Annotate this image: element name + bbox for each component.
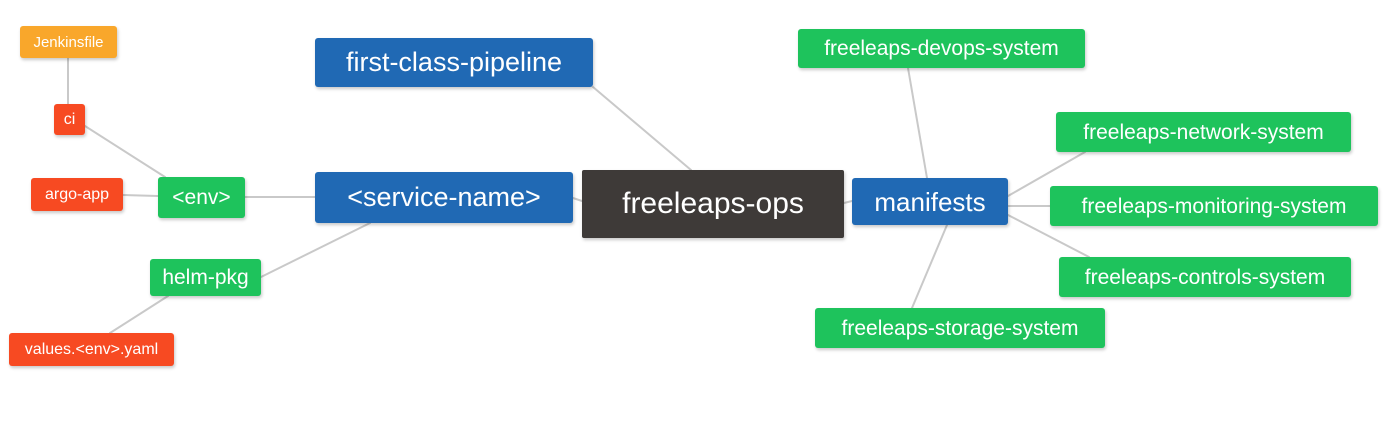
node-first-class-pipeline[interactable]: first-class-pipeline [315,38,593,87]
edge-freeleaps-ops-to-service-name [572,197,583,202]
node-jenkinsfile[interactable]: Jenkinsfile [20,26,117,58]
node-label: freeleaps-storage-system [841,316,1079,340]
edge-freeleaps-ops-to-manifests [843,200,853,204]
node-service-name[interactable]: <service-name> [315,172,573,223]
node-label: freeleaps-network-system [1083,120,1324,144]
edge-manifests-to-freeleaps-devops-system [907,67,928,179]
node-values-env-yaml[interactable]: values.<env>.yaml [9,333,174,366]
node-label: argo-app [44,185,110,203]
edge-service-name-to-helm-pkg [260,222,371,278]
node-env[interactable]: <env> [158,177,245,218]
node-freeleaps-monitoring-system[interactable]: freeleaps-monitoring-system [1050,186,1378,226]
node-label: <service-name> [347,182,541,212]
node-label: freeleaps-ops [622,187,804,220]
node-freeleaps-ops[interactable]: freeleaps-ops [582,170,844,238]
node-freeleaps-devops-system[interactable]: freeleaps-devops-system [798,29,1085,68]
edge-helm-pkg-to-values-env-yaml [109,295,169,334]
edge-manifests-to-freeleaps-storage-system [911,224,948,309]
node-manifests[interactable]: manifests [852,178,1008,225]
node-label: freeleaps-devops-system [824,37,1059,60]
node-freeleaps-network-system[interactable]: freeleaps-network-system [1056,112,1351,152]
node-label: freeleaps-controls-system [1084,265,1326,289]
node-label: first-class-pipeline [345,47,563,77]
node-helm-pkg[interactable]: helm-pkg [150,259,261,296]
node-label: ci [63,110,76,128]
edge-env-to-ci [84,125,166,178]
node-freeleaps-controls-system[interactable]: freeleaps-controls-system [1059,257,1351,297]
node-freeleaps-storage-system[interactable]: freeleaps-storage-system [815,308,1105,348]
node-label: freeleaps-monitoring-system [1081,194,1347,218]
node-label: helm-pkg [162,266,249,289]
node-label: manifests [874,186,986,217]
node-argo-app[interactable]: argo-app [31,178,123,211]
edge-env-to-argo-app [122,194,159,197]
node-label: <env> [172,186,231,209]
node-ci[interactable]: ci [54,104,85,135]
edge-freeleaps-ops-to-first-class-pipeline [592,86,692,171]
node-label: Jenkinsfile [33,33,104,51]
node-label: values.<env>.yaml [24,340,159,358]
